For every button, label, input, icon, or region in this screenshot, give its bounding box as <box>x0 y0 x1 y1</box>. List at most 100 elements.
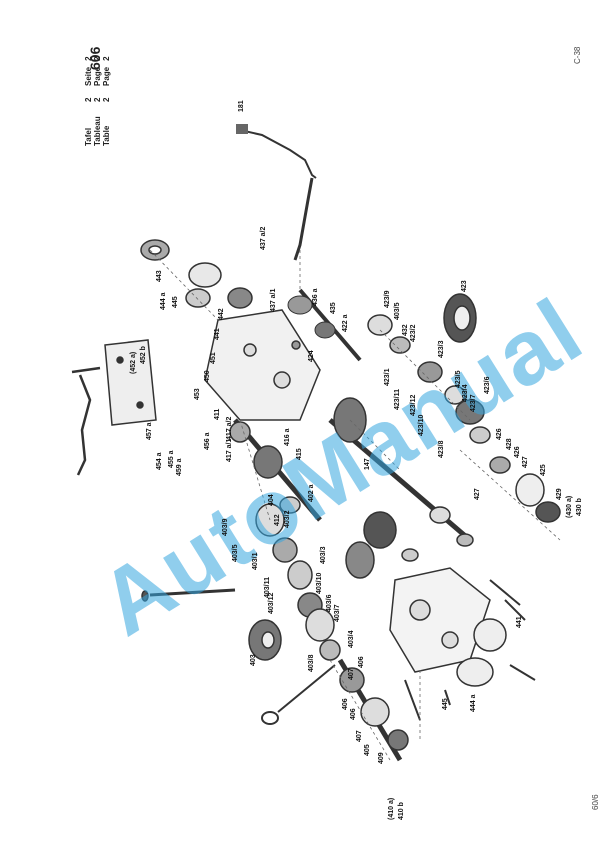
part-label: 423/11 <box>394 388 401 410</box>
part-label: 417 a/2 <box>226 416 233 440</box>
part-label: 428 <box>506 438 513 450</box>
header-row-page-num: 2 <box>84 56 93 61</box>
part-label: 181 <box>238 100 245 112</box>
header-row-num: 2 <box>102 97 111 102</box>
part-label: 442 <box>218 308 225 320</box>
part-label: 444 a <box>160 292 167 310</box>
part-label: 403/5 <box>232 544 239 562</box>
header-row-name: Tafel <box>84 127 93 146</box>
part-label: 425 <box>540 464 547 476</box>
part-label: 423/5 <box>455 370 462 388</box>
part-label: 411 <box>214 408 221 420</box>
part-label: 422 a <box>342 314 349 332</box>
part-label: (430 a) <box>566 495 573 518</box>
part-label: 403/1 <box>252 552 259 570</box>
part-label: 453 <box>194 388 201 400</box>
part-label: 403/8 <box>308 654 315 672</box>
part-label: 436 a <box>312 288 319 306</box>
cover-plates-part <box>456 618 507 687</box>
gear-stack-423-part <box>367 293 491 444</box>
header-row-1: Tafel 2 Seite 2 <box>84 56 93 146</box>
header-row-2: Tableau 2 Page 2 <box>93 56 102 146</box>
part-label: 403/6 <box>326 594 333 612</box>
main-housing-part <box>204 309 321 421</box>
part-label: 406 <box>350 708 357 720</box>
header-row-page-word: Page <box>102 66 111 86</box>
part-label: 443 <box>156 270 163 282</box>
part-label: 423 <box>461 280 468 292</box>
part-label: 403/9 <box>222 518 229 536</box>
shaft-402a-part <box>229 418 322 522</box>
fastener-bolts-part <box>404 579 536 721</box>
header-row-num: 2 <box>93 97 102 102</box>
part-label: 426 <box>496 428 503 440</box>
shift-plate-part <box>104 339 157 426</box>
part-label: 423/8 <box>438 440 445 458</box>
dipstick-part <box>261 664 336 725</box>
part-label: 424 <box>308 350 315 362</box>
part-label: 412 <box>274 514 281 526</box>
header-row-num: 2 <box>84 97 93 102</box>
part-label: 435 <box>330 302 337 314</box>
lever-181-part <box>236 124 317 261</box>
shift-rod-part <box>71 366 101 476</box>
part-label: 403/12 <box>268 592 275 614</box>
part-label: 417 a/1 <box>226 438 233 462</box>
part-label: 423/10 <box>418 414 425 436</box>
housing-cover-part <box>389 567 491 673</box>
corner-code: C-38 <box>573 46 582 64</box>
part-label: 441 <box>516 616 523 628</box>
part-label: (452 a) <box>130 351 137 374</box>
part-label: 423/2 <box>410 324 417 342</box>
part-label: 416 a <box>284 428 291 446</box>
header-row-page-num: 2 <box>102 56 111 61</box>
part-label: 423/12 <box>410 394 417 416</box>
part-label: 407 <box>356 730 363 742</box>
part-label: 403/2 <box>284 510 291 528</box>
part-label: 445 <box>442 698 449 710</box>
part-label: 432 <box>402 324 409 336</box>
part-label: 409 <box>378 752 385 764</box>
part-label: 407 <box>348 668 355 680</box>
header-row-page-word: Seite <box>84 66 93 86</box>
part-label: 437 a/1 <box>270 288 277 312</box>
header-row-name: Table <box>102 125 111 146</box>
part-label: 405 <box>364 744 371 756</box>
part-label: 423/6 <box>484 376 491 394</box>
part-label: 427 <box>474 488 481 500</box>
part-label: 437 a/2 <box>260 226 267 250</box>
part-label: 459 a <box>176 458 183 476</box>
part-label: 147 <box>364 458 371 470</box>
main-shaft-147-part <box>328 397 474 579</box>
part-label: 445 <box>172 296 179 308</box>
header-row-page-num: 2 <box>93 56 102 61</box>
part-label: 429 <box>556 488 563 500</box>
part-label: 452 b <box>140 346 147 364</box>
part-label: 455 a <box>168 450 175 468</box>
header-row-name: Tableau <box>93 116 102 146</box>
part-label: 444 a <box>470 694 477 712</box>
part-label: 456 a <box>204 432 211 450</box>
output-shaft-part <box>489 456 561 523</box>
header-row-page-word: Page <box>93 66 102 86</box>
part-label: (410 a) <box>388 797 395 820</box>
part-label: 450 <box>204 370 211 382</box>
part-label: 403/5 <box>394 302 401 320</box>
part-label: 457 a <box>146 422 153 440</box>
leader-lines <box>149 249 561 761</box>
part-label: 423/1 <box>384 368 391 386</box>
part-label: 403/10 <box>316 572 323 594</box>
part-label: 451 <box>210 352 217 364</box>
part-label: 427 <box>522 456 529 468</box>
part-label: 406 <box>342 698 349 710</box>
part-label: 403/4 <box>348 630 355 648</box>
bolt-part <box>141 588 236 602</box>
part-label: 402 a <box>308 484 315 502</box>
part-label: 403/3 <box>320 546 327 564</box>
part-label: 410 b <box>398 802 405 820</box>
part-label: 403/7 <box>334 604 341 622</box>
part-label: 423/3 <box>438 340 445 358</box>
part-label: 403 <box>250 654 257 666</box>
